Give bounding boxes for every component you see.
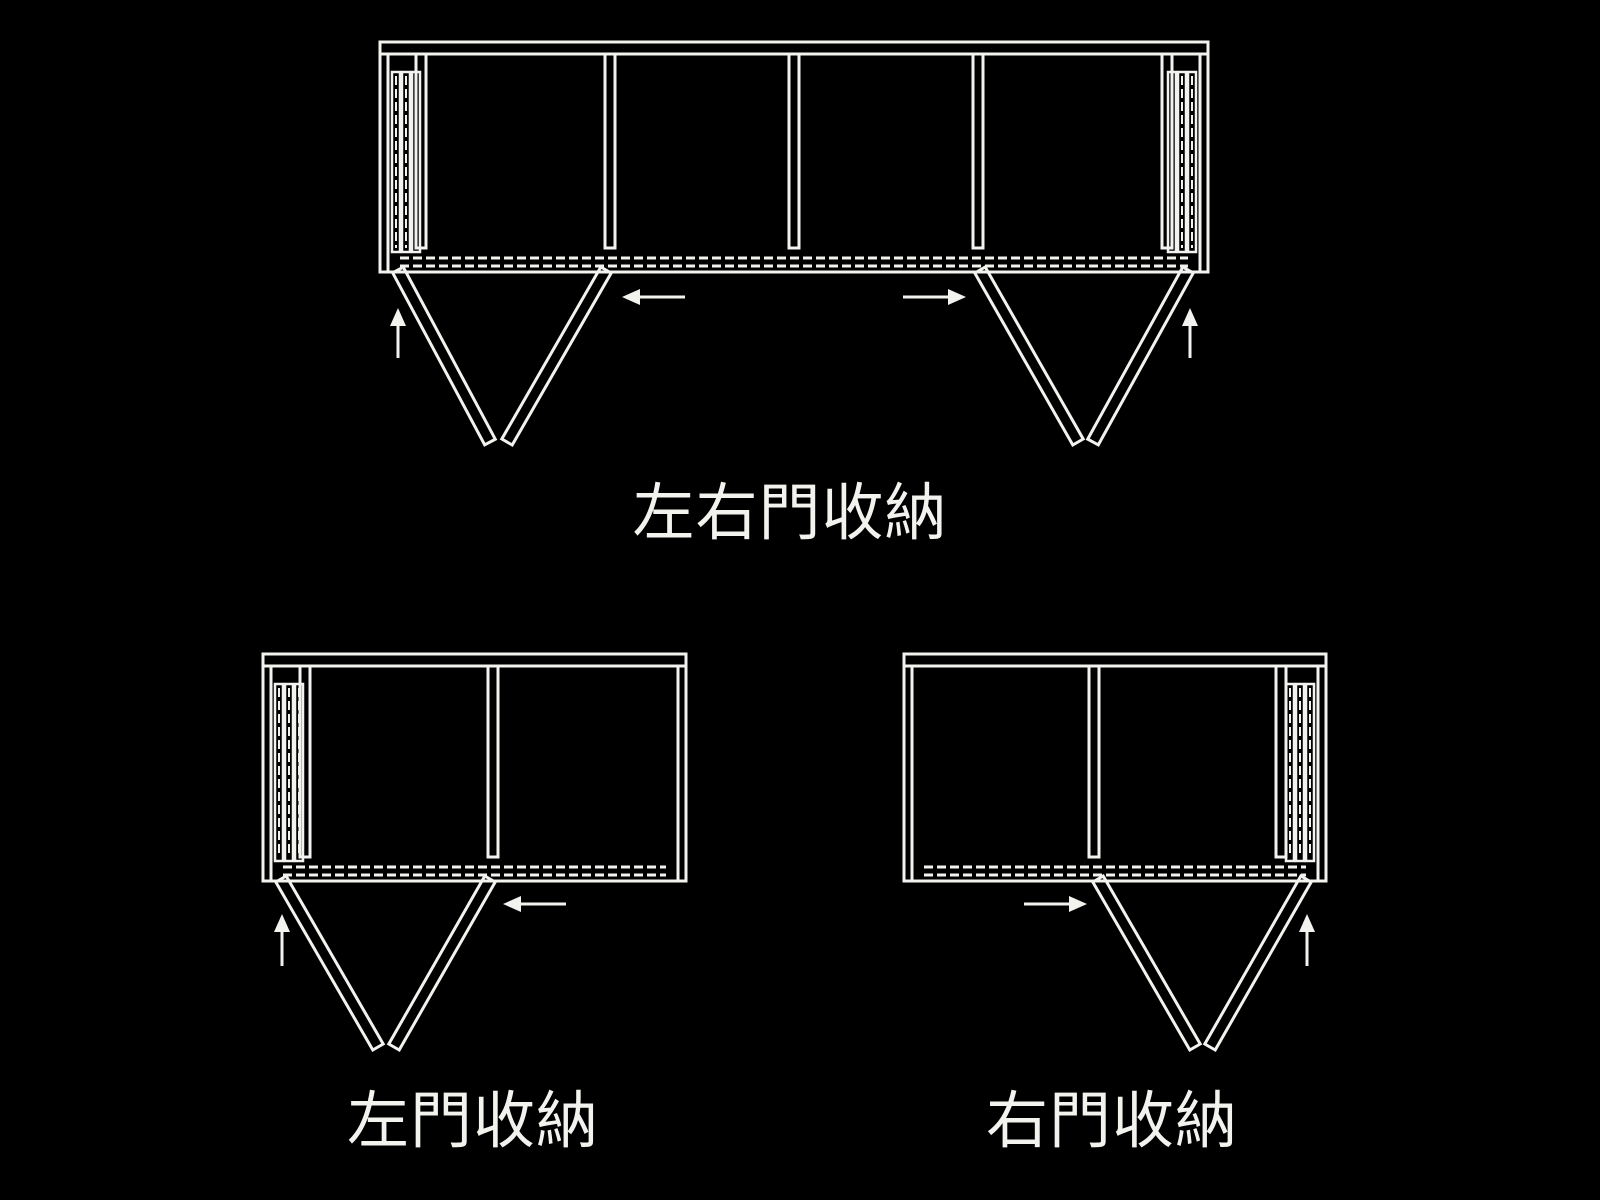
motion-arrow-up-left-head xyxy=(274,914,290,932)
folded-door-stack-left-slab-1 xyxy=(400,70,412,254)
shelf-partition-1 xyxy=(1087,664,1101,859)
motion-arrow-up-right-head xyxy=(1182,308,1198,326)
shelf-partition-1 xyxy=(486,664,500,859)
folded-door-stack-right-slab-2 xyxy=(1304,682,1316,863)
folded-door-stack-right xyxy=(1166,70,1198,254)
motion-arrow-up-right xyxy=(1299,914,1315,966)
motion-arrow-right-head xyxy=(1069,896,1087,912)
folding-door-leaf-0b xyxy=(386,873,498,1053)
motion-arrow-up-right-head xyxy=(1299,914,1315,932)
motion-arrow-right-head xyxy=(948,289,966,305)
folded-door-stack-right-slab-0 xyxy=(1166,70,1178,254)
motion-arrow-left xyxy=(622,289,685,305)
caption-right-door: 右門收納 xyxy=(985,1084,1239,1157)
folded-door-stack-left-slab-1 xyxy=(283,682,295,863)
folding-door-leaf-0a xyxy=(273,873,386,1053)
folding-door-leaf-1b xyxy=(1085,265,1196,447)
interior-right-wall xyxy=(1274,664,1288,859)
motion-arrow-up-left xyxy=(390,308,406,358)
interior-left-wall xyxy=(298,664,312,859)
folded-door-stack-right-slab-1 xyxy=(1176,70,1188,254)
folding-door-leaf-0a xyxy=(1090,873,1203,1053)
folded-door-stack-left xyxy=(273,682,305,863)
shelf-partition-2 xyxy=(787,52,801,250)
cabinet-both xyxy=(378,40,1210,448)
folded-door-stack-left-slab-2 xyxy=(293,682,305,863)
folded-door-stack-left xyxy=(390,70,422,254)
folded-door-stack-left-slab-2 xyxy=(410,70,422,254)
motion-arrow-right xyxy=(903,289,966,305)
motion-arrow-up-right xyxy=(1182,308,1198,358)
motion-arrow-left xyxy=(503,896,566,912)
folding-door-leaf-0b xyxy=(1202,873,1314,1053)
motion-arrow-up-left xyxy=(274,914,290,966)
folding-door-leaf-0b xyxy=(499,264,614,448)
folded-door-stack-left-slab-0 xyxy=(390,70,402,254)
folding-door-leaf-0a xyxy=(390,265,498,447)
cabinet-outer-frame xyxy=(902,652,1328,883)
cabinet-outer-frame xyxy=(378,40,1210,274)
motion-arrow-up-left-head xyxy=(390,308,406,326)
folded-door-stack-left-slab-0 xyxy=(273,682,285,863)
caption-both-doors: 左右門收納 xyxy=(632,476,948,549)
shelf-partition-3 xyxy=(971,52,985,250)
folded-door-stack-right-slab-1 xyxy=(1294,682,1306,863)
folded-door-stack-right-slab-2 xyxy=(1186,70,1198,254)
cabinet-right xyxy=(902,652,1328,1053)
motion-arrow-right xyxy=(1024,896,1087,912)
cabinet-left xyxy=(261,652,688,1053)
cabinet-outer-frame xyxy=(261,652,688,883)
motion-arrow-left-head xyxy=(503,896,521,912)
folding-door-leaf-1a xyxy=(972,264,1086,448)
caption-left-door: 左門收納 xyxy=(346,1084,600,1157)
folded-door-stack-right xyxy=(1284,682,1316,863)
folded-door-stack-right-slab-0 xyxy=(1284,682,1296,863)
shelf-partition-1 xyxy=(603,52,617,250)
motion-arrow-left-head xyxy=(622,289,640,305)
